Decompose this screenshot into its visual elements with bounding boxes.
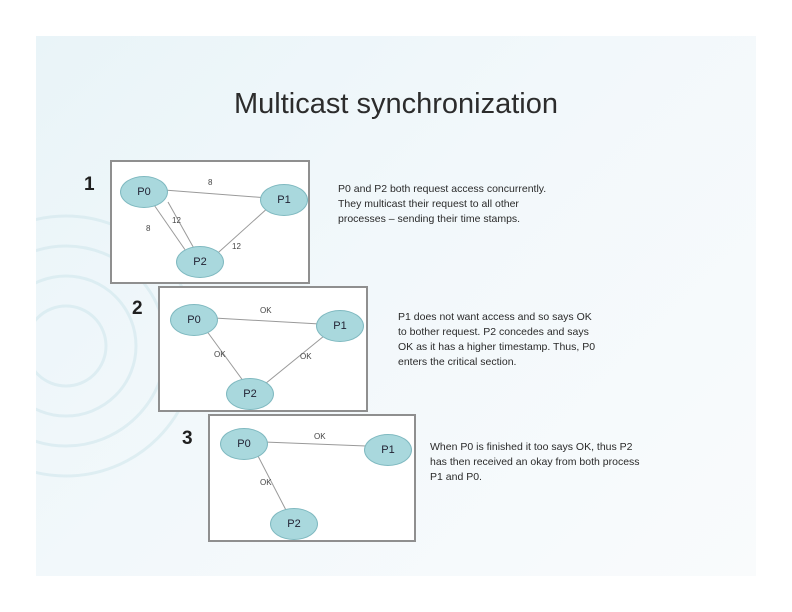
node-p0: P0 bbox=[220, 428, 268, 460]
edge-label: 8 bbox=[146, 224, 151, 233]
node-p1: P1 bbox=[260, 184, 308, 216]
edge-label: OK bbox=[214, 350, 226, 359]
slide-title: Multicast synchronization bbox=[234, 88, 558, 120]
diagram-panel-2: P0 P1 P2 OK OK OK bbox=[158, 286, 368, 412]
node-p0: P0 bbox=[170, 304, 218, 336]
node-p2: P2 bbox=[176, 246, 224, 278]
panel-2-description: P1 does not want access and so says OK t… bbox=[398, 311, 596, 368]
edge-label: OK bbox=[314, 432, 326, 441]
panel-2-edges bbox=[205, 317, 325, 389]
edge-label: 12 bbox=[172, 216, 181, 225]
diagram-panel-3: P0 P1 P2 OK OK bbox=[208, 414, 416, 542]
panel-1-edges bbox=[151, 189, 271, 261]
diagram-panel-1: P0 P1 P2 8 8 12 12 bbox=[110, 160, 310, 284]
node-p0: P0 bbox=[120, 176, 168, 208]
node-p1: P1 bbox=[316, 310, 364, 342]
panel-3-edges bbox=[257, 441, 367, 515]
edge-label: OK bbox=[260, 306, 272, 315]
node-p2: P2 bbox=[226, 378, 274, 410]
panel-3-description: When P0 is finished it too says OK, thus… bbox=[430, 441, 640, 483]
edge-label: OK bbox=[300, 352, 312, 361]
edge-label: 8 bbox=[208, 178, 213, 187]
slide: Multicast synchronization 1 P0 P1 P2 8 8… bbox=[36, 36, 756, 576]
step-number-2: 2 bbox=[132, 298, 143, 319]
step-number-1: 1 bbox=[84, 174, 95, 195]
step-number-3: 3 bbox=[182, 428, 193, 449]
panel-1-description: P0 and P2 both request access concurrent… bbox=[338, 183, 547, 225]
edge-label: 12 bbox=[232, 242, 241, 251]
node-p2: P2 bbox=[270, 508, 318, 540]
node-p1: P1 bbox=[364, 434, 412, 466]
edge-label: OK bbox=[260, 478, 272, 487]
